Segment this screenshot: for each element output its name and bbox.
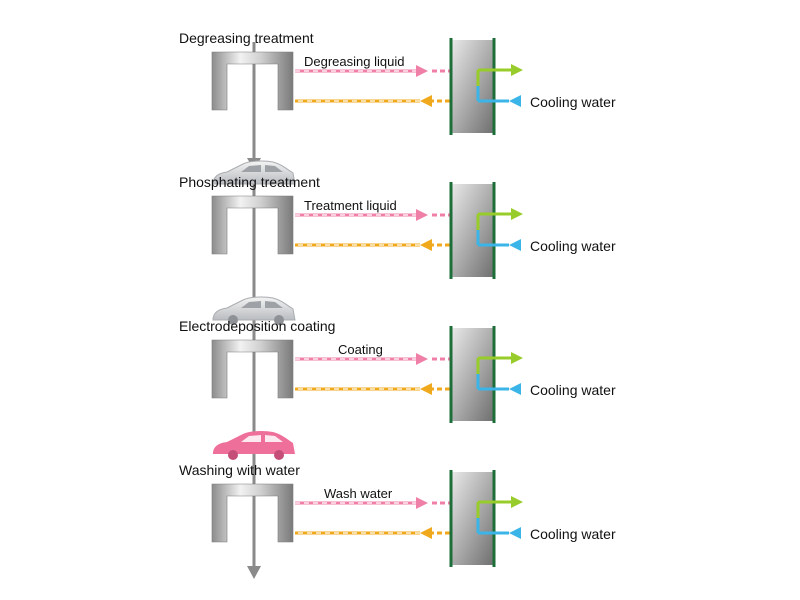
liquid-label: Wash water [324,486,393,501]
tank-icon [211,339,294,399]
cooling-water-line [476,64,523,107]
stage-title: Degreasing treatment [179,30,314,46]
cooling-water-line [476,352,523,395]
stage-title: Electrodeposition coating [179,318,335,334]
supply-line [295,65,467,101]
heat-exchanger-icon [449,182,496,279]
liquid-label: Degreasing liquid [304,54,404,69]
tank-icon [211,51,294,111]
supply-line [295,209,467,245]
heat-exchanger-icon [449,470,496,567]
liquid-label: Treatment liquid [304,198,397,213]
liquid-label: Coating [338,342,383,357]
cooling-water-label: Cooling water [530,526,616,542]
return-line [295,239,466,251]
car-icon [212,160,296,185]
process-stage: Electrodeposition coatingCoatingCooling … [179,318,616,423]
return-line [295,383,466,395]
return-line [295,95,466,107]
supply-line [295,353,467,389]
tank-icon [211,195,294,255]
cooling-water-label: Cooling water [530,94,616,110]
stage-title: Washing with water [179,462,300,478]
cooling-water-label: Cooling water [530,238,616,254]
cooling-water-line [476,208,523,251]
cooling-water-line [476,496,523,539]
tank-icon [211,483,294,543]
return-line [295,527,466,539]
car-icon [213,430,295,460]
supply-line [295,497,467,533]
car-icon [212,296,296,325]
heat-exchanger-icon [449,326,496,423]
cooling-water-label: Cooling water [530,382,616,398]
stage-title: Phosphating treatment [179,174,320,190]
heat-exchanger-icon [449,38,496,135]
